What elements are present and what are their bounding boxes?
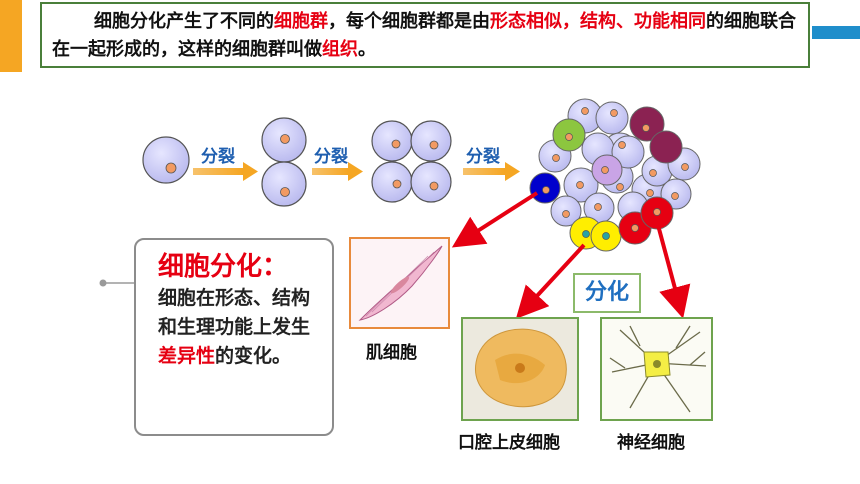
accent-bar-right bbox=[812, 26, 860, 39]
caption-muscle: 肌细胞 bbox=[366, 343, 417, 363]
two-cells bbox=[261, 117, 307, 207]
single-cell bbox=[142, 136, 190, 184]
definition-box: 细胞分化： 细胞在形态、结构和生理功能上发生差异性的变化。 bbox=[134, 238, 334, 436]
intro-text-4: 。 bbox=[358, 39, 376, 60]
intro-highlight-cell-group: 细胞群 bbox=[274, 11, 328, 32]
epithelial-cell-image bbox=[461, 317, 579, 421]
definition-text-1: 细胞在形态、结构和生理功能上发生 bbox=[158, 287, 311, 338]
division-arrow-1 bbox=[193, 162, 258, 181]
nerve-cell-image bbox=[600, 317, 713, 421]
definition-text: 细胞在形态、结构和生理功能上发生差异性的变化。 bbox=[158, 284, 320, 371]
connector-dot bbox=[99, 279, 107, 287]
intro-text-3: 的细胞联合在一起形成的，这样的细胞群叫做 bbox=[52, 11, 796, 60]
arrow-to-nerve bbox=[656, 224, 691, 319]
division-arrow-3 bbox=[463, 162, 520, 181]
caption-nerve: 神经细胞 bbox=[617, 433, 685, 453]
muscle-cell-image bbox=[349, 237, 450, 329]
definition-title: 细胞分化： bbox=[158, 252, 289, 282]
accent-bar-left bbox=[0, 0, 22, 72]
intro-paragraph: 细胞分化产生了不同的细胞群，每个细胞群都是由形态相似，结构、功能相同的细胞联合在… bbox=[40, 2, 810, 68]
intro-highlight-tissue: 组织 bbox=[322, 39, 358, 60]
arrow-to-muscle bbox=[451, 191, 539, 248]
division-label-3: 分裂 bbox=[466, 147, 500, 167]
caption-epithelial: 口腔上皮细胞 bbox=[458, 433, 560, 453]
four-cells bbox=[371, 120, 452, 203]
intro-highlight-similar: 形态相似，结构、功能相同 bbox=[490, 11, 706, 32]
division-arrow-2 bbox=[312, 162, 363, 181]
division-label-1: 分裂 bbox=[201, 147, 235, 167]
differentiation-label: 分化 bbox=[573, 273, 641, 313]
intro-text-2: ，每个细胞群都是由 bbox=[328, 11, 490, 32]
definition-text-2: 的变化。 bbox=[215, 345, 292, 367]
arrow-to-epithelial bbox=[515, 243, 586, 319]
division-label-2: 分裂 bbox=[314, 147, 348, 167]
definition-highlight: 差异性 bbox=[158, 345, 216, 367]
intro-text-1: 细胞分化产生了不同的 bbox=[94, 11, 274, 32]
cell-cluster bbox=[529, 98, 701, 252]
